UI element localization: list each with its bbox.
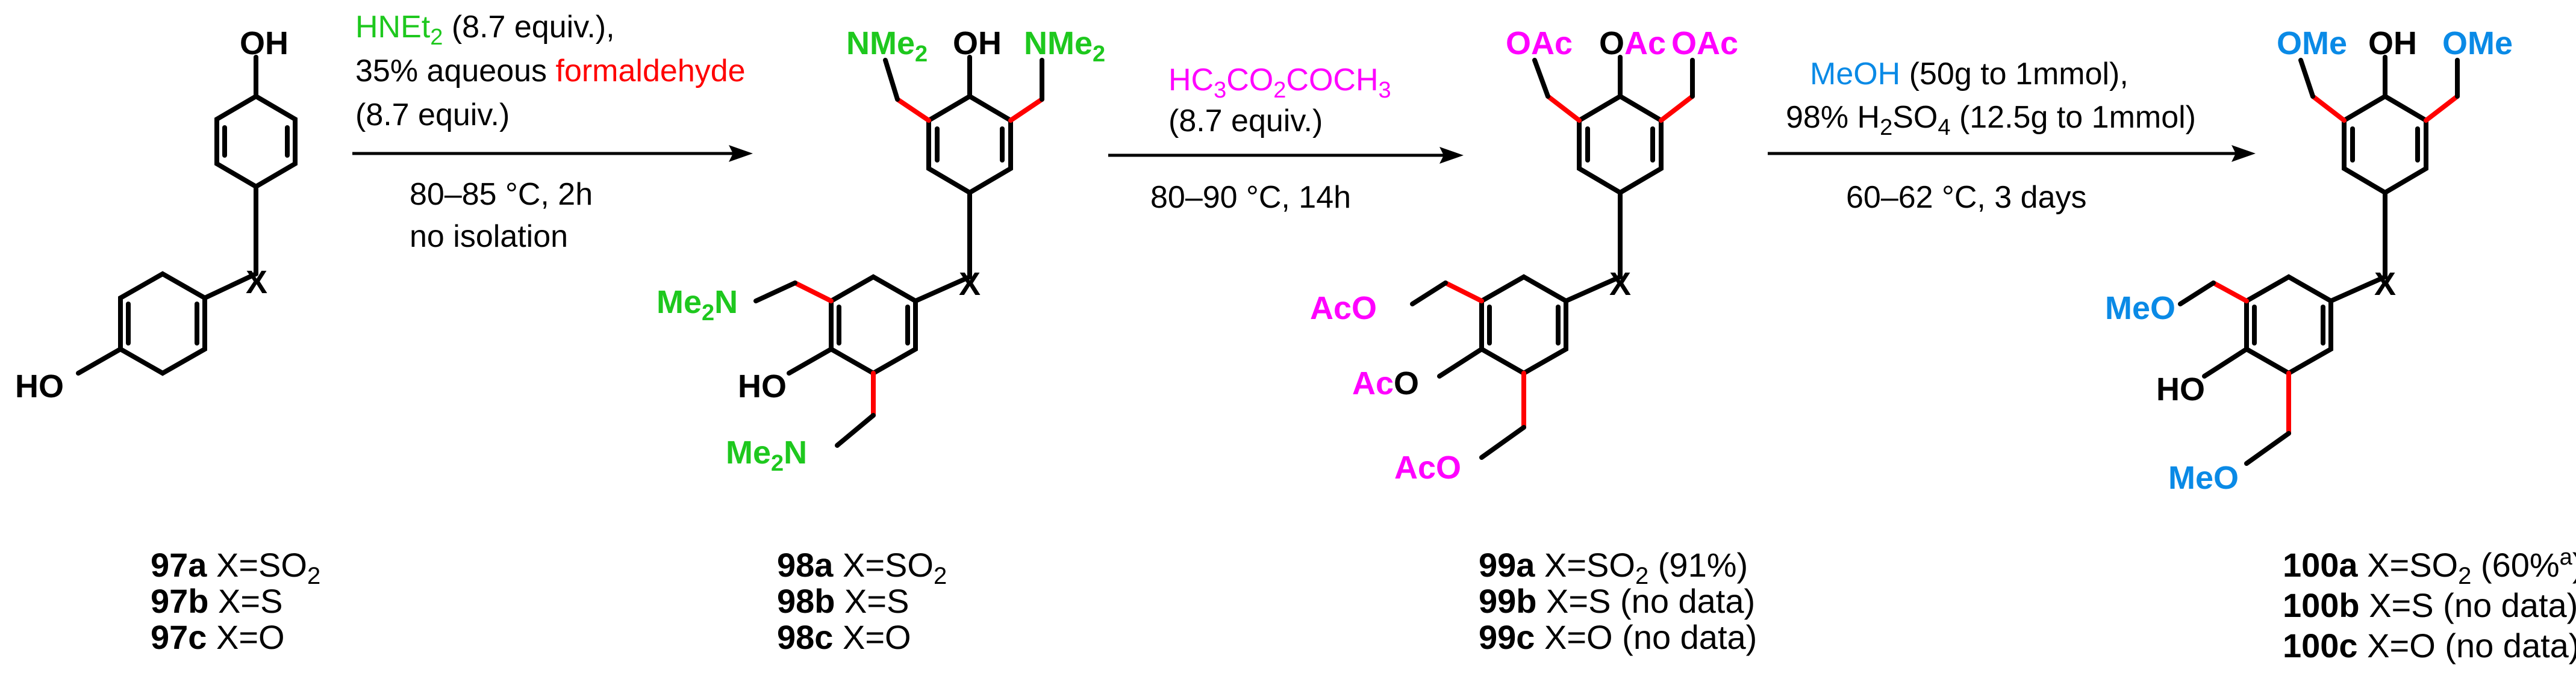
atom-meo: MeO: [2168, 460, 2239, 496]
compound-98-structure: [753, 55, 1044, 448]
reaction-arrow-2: [1108, 147, 1464, 164]
atom-oh: OH: [240, 25, 288, 61]
atom-aco: AcO: [1352, 365, 1419, 401]
atom-oh: OH: [2368, 25, 2417, 61]
svg-text:99c X=O (no data): 99c X=O (no data): [1479, 618, 1757, 656]
svg-text:98a X=SO2: 98a X=SO2: [777, 546, 947, 589]
svg-text:98% H2SO4 (12.5g to 1mmol): 98% H2SO4 (12.5g to 1mmol): [1786, 100, 2196, 140]
atom-oac: OAc: [1599, 25, 1666, 61]
atom-oac: OAc: [1671, 25, 1738, 61]
svg-text:(8.7 equiv.): (8.7 equiv.): [1168, 104, 1323, 138]
atom-ome: OMe: [2442, 25, 2513, 61]
svg-text:97b X=S: 97b X=S: [151, 582, 282, 620]
svg-text:98c X=O: 98c X=O: [777, 618, 911, 656]
atom-me2n: Me2N: [726, 435, 807, 476]
conditions-step-1: HNEt2 (8.7 equiv.), 35% aqueous formalde…: [355, 10, 746, 254]
atom-me2n: Me2N: [656, 284, 738, 326]
svg-text:no isolation: no isolation: [410, 219, 568, 254]
reaction-arrow-3: [1768, 145, 2256, 162]
atom-meo: MeO: [2105, 290, 2175, 326]
atom-nme2: NMe2: [846, 25, 928, 67]
svg-text:100c X=O (no data): 100c X=O (no data): [2283, 627, 2576, 665]
svg-text:HC3CO2COCH3: HC3CO2COCH3: [1168, 63, 1391, 103]
atom-x: X: [2374, 266, 2396, 302]
atom-ho: HO: [15, 368, 64, 404]
atom-x: X: [246, 264, 267, 300]
svg-text:(8.7 equiv.): (8.7 equiv.): [355, 98, 510, 132]
atom-x: X: [959, 266, 981, 302]
conditions-step-3: MeOH (50g to 1mmol), 98% H2SO4 (12.5g to…: [1786, 57, 2196, 215]
atom-aco: AcO: [1310, 290, 1377, 326]
atom-ho: HO: [738, 368, 787, 404]
compound-100-structure: [2178, 55, 2460, 466]
atom-ome: OMe: [2277, 25, 2347, 61]
atom-oac: OAc: [1506, 25, 1573, 61]
svg-text:80–85 °C, 2h: 80–85 °C, 2h: [410, 177, 593, 212]
svg-text:60–62 °C, 3 days: 60–62 °C, 3 days: [1846, 180, 2087, 215]
svg-text:99a X=SO2 (91%): 99a X=SO2 (91%): [1479, 546, 1748, 589]
label-100: 100a X=SO2 (60%a) 100b X=S (no data) 100…: [2283, 545, 2576, 665]
atom-x: X: [1609, 266, 1631, 302]
label-99: 99a X=SO2 (91%) 99b X=S (no data) 99c X=…: [1479, 546, 1757, 656]
svg-text:35% aqueous formaldehyde: 35% aqueous formaldehyde: [355, 54, 746, 88]
svg-text:MeOH (50g to 1mmol),: MeOH (50g to 1mmol),: [1810, 57, 2128, 91]
label-98: 98a X=SO2 98b X=S 98c X=O: [777, 546, 947, 656]
reaction-arrow-1: [352, 145, 753, 162]
svg-text:100b X=S (no data): 100b X=S (no data): [2283, 586, 2576, 624]
compound-99-structure: [1410, 55, 1695, 460]
svg-text:98b X=S: 98b X=S: [777, 582, 909, 620]
svg-text:100a X=SO2 (60%a): 100a X=SO2 (60%a): [2283, 545, 2576, 589]
compound-97-structure: [76, 55, 298, 376]
label-97: 97a X=SO2 97b X=S 97c X=O: [151, 546, 320, 656]
atom-oh: OH: [953, 25, 1002, 61]
atom-ho: HO: [2156, 371, 2205, 407]
conditions-step-2: HC3CO2COCH3 (8.7 equiv.) 80–90 °C, 14h: [1150, 63, 1391, 215]
svg-text:HNEt2 (8.7 equiv.),: HNEt2 (8.7 equiv.),: [355, 10, 615, 50]
svg-text:97c X=O: 97c X=O: [151, 618, 285, 656]
atom-nme2: NMe2: [1024, 25, 1105, 67]
svg-text:99b X=S (no data): 99b X=S (no data): [1479, 582, 1755, 620]
svg-text:80–90 °C, 14h: 80–90 °C, 14h: [1150, 180, 1351, 215]
atom-aco: AcO: [1394, 450, 1461, 486]
svg-text:97a X=SO2: 97a X=SO2: [151, 546, 320, 589]
